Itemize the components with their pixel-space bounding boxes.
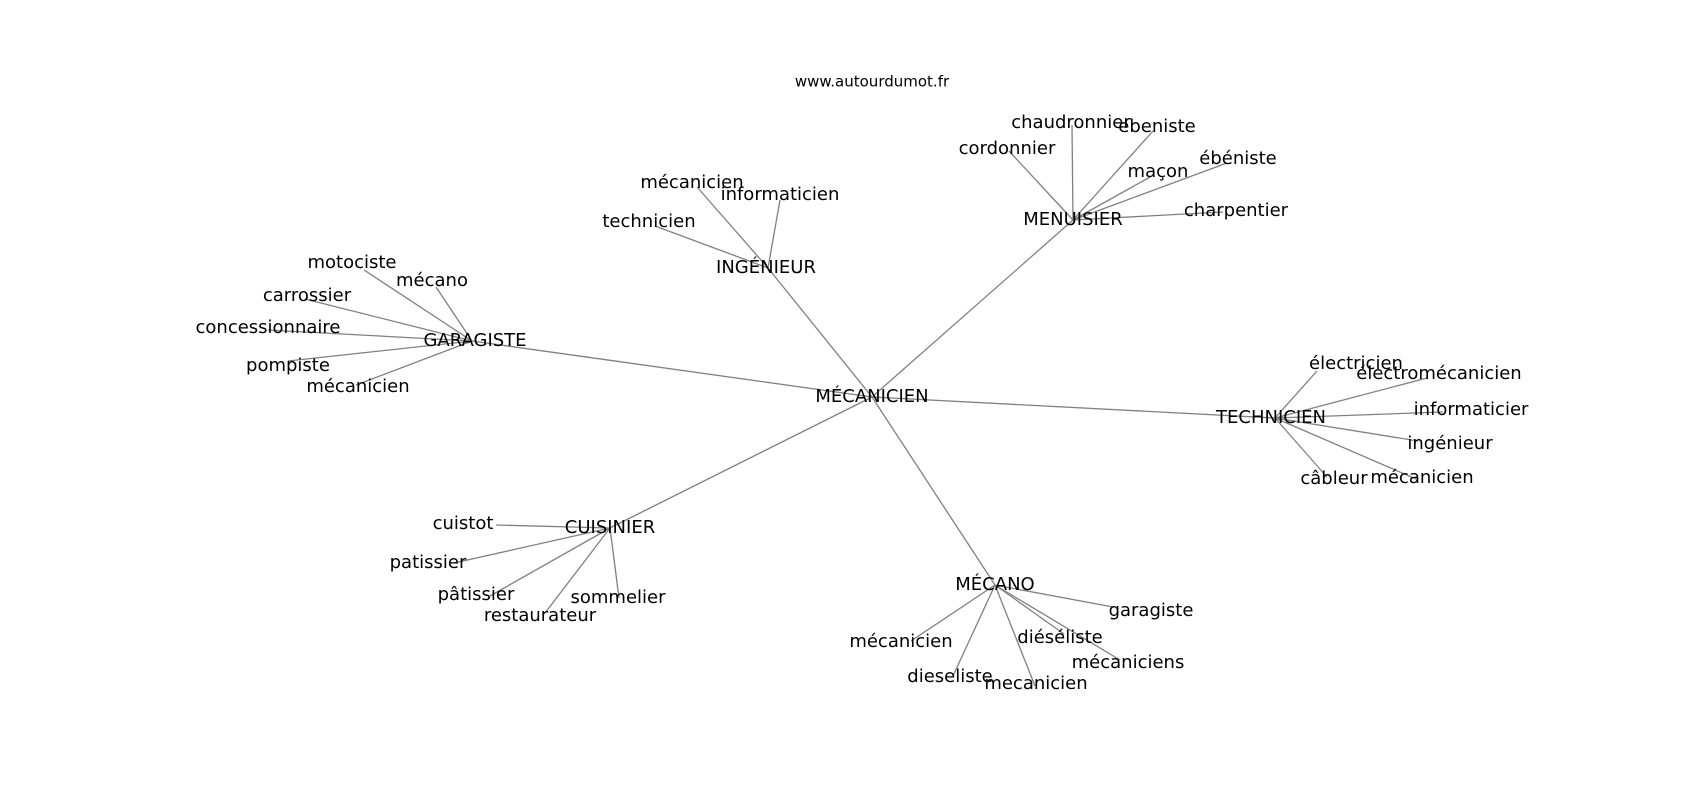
leaf-node-t3[interactable]: informaticier xyxy=(1414,399,1529,420)
edge-mecano-o2 xyxy=(994,584,1065,635)
leaf-node-t2[interactable]: électromécanicien xyxy=(1356,363,1521,384)
edge-cuisinier-k3 xyxy=(489,527,611,597)
edge-menuisier-m5 xyxy=(1072,162,1228,221)
leaf-node-k1[interactable]: cuistot xyxy=(433,513,494,534)
edge-cuisinier-k5 xyxy=(544,527,611,614)
edge-menuisier-m2 xyxy=(1072,130,1154,221)
edge-cuisinier-k1 xyxy=(495,524,611,529)
leaf-node-k3[interactable]: pâtissier xyxy=(438,584,515,605)
edge-garagiste-g3 xyxy=(304,298,473,342)
edge-technicien-t1 xyxy=(1274,370,1318,419)
edge-center-cuisinier xyxy=(609,396,873,529)
edge-menuisier-m6 xyxy=(1072,211,1224,221)
leaf-node-t1[interactable]: électricien xyxy=(1309,353,1403,374)
edge-cuisinier-k4 xyxy=(609,527,620,599)
edge-technicien-t2 xyxy=(1274,377,1428,419)
edge-cuisinier-k2 xyxy=(453,527,611,564)
leaf-node-m5[interactable]: ébéniste xyxy=(1199,148,1277,169)
site-watermark: www.autourdumot.fr xyxy=(795,73,950,91)
leaf-node-o1[interactable]: garagiste xyxy=(1109,600,1194,621)
edge-center-technicien xyxy=(871,396,1276,419)
center-node-label[interactable]: MÉCANICIEN xyxy=(815,385,928,407)
hub-node-ingenieur[interactable]: INGÉNIEUR xyxy=(716,256,816,278)
edge-garagiste-g2 xyxy=(435,286,473,342)
leaf-node-m4[interactable]: maçon xyxy=(1128,161,1189,182)
leaf-node-g5[interactable]: pompiste xyxy=(246,355,330,376)
edge-mecano-o5 xyxy=(952,584,996,677)
leaf-node-g6[interactable]: mécanicien xyxy=(306,376,409,397)
hub-node-mecano[interactable]: MÉCANO xyxy=(955,573,1034,595)
edge-garagiste-g6 xyxy=(355,340,473,386)
leaf-node-t6[interactable]: mécanicien xyxy=(1370,467,1473,488)
edge-technicien-t3 xyxy=(1274,411,1444,419)
leaf-node-g1[interactable]: motociste xyxy=(307,252,396,273)
leaf-node-k2[interactable]: patissier xyxy=(390,552,467,573)
leaf-node-m3[interactable]: cordonnier xyxy=(959,138,1056,159)
edge-center-garagiste xyxy=(471,340,873,398)
leaf-node-o6[interactable]: mecanicien xyxy=(984,673,1087,694)
edge-menuisier-m4 xyxy=(1072,176,1151,221)
leaf-node-g2[interactable]: mécano xyxy=(396,270,468,291)
hub-node-menuisier[interactable]: MENUISIER xyxy=(1023,209,1122,230)
leaf-node-g4[interactable]: concessionnaire xyxy=(196,317,341,338)
edge-mecano-o6 xyxy=(994,584,1036,687)
edge-garagiste-g1 xyxy=(363,269,473,342)
hub-node-technicien[interactable]: TECHNICIEN xyxy=(1215,407,1326,428)
edge-technicien-t5 xyxy=(1274,417,1328,478)
leaf-node-o2[interactable]: diéséliste xyxy=(1017,627,1102,648)
leaf-node-t5[interactable]: câbleur xyxy=(1300,468,1368,489)
leaf-node-o4[interactable]: mécaniciens xyxy=(1072,652,1185,673)
edge-mecano-o3 xyxy=(910,584,996,642)
edges-layer xyxy=(267,124,1444,687)
leaf-node-i1[interactable]: mécanicien xyxy=(640,172,743,193)
leaf-node-o3[interactable]: mécanicien xyxy=(849,631,952,652)
leaf-node-g3[interactable]: carrossier xyxy=(263,285,352,306)
edge-technicien-t6 xyxy=(1274,417,1417,480)
edge-center-mecano xyxy=(871,396,996,586)
labels-layer: MÉCANICIEN GARAGISTE INGÉNIEUR MENUISIER TEC… xyxy=(196,112,1530,694)
leaf-node-m2[interactable]: ebeniste xyxy=(1118,116,1196,137)
leaf-node-k4[interactable]: sommelier xyxy=(570,587,666,608)
edge-ingenieur-i3 xyxy=(654,225,769,269)
hub-node-cuisinier[interactable]: CUISINIER xyxy=(565,517,655,538)
edge-ingenieur-i1 xyxy=(696,186,769,269)
edge-technicien-t4 xyxy=(1274,417,1419,442)
leaf-node-o5[interactable]: dieseliste xyxy=(907,666,992,687)
leaf-node-i3[interactable]: technicien xyxy=(602,211,695,232)
leaf-node-t4[interactable]: ingénieur xyxy=(1407,433,1493,454)
edge-menuisier-m3 xyxy=(1008,150,1074,221)
edge-menuisier-m1 xyxy=(1071,124,1074,221)
edge-garagiste-g4 xyxy=(267,329,473,342)
leaf-node-m6[interactable]: charpentier xyxy=(1184,200,1289,221)
edge-center-menuisier xyxy=(871,219,1074,398)
edge-mecano-o1 xyxy=(994,584,1114,608)
edge-mecano-o4 xyxy=(994,584,1121,661)
hub-node-garagiste[interactable]: GARAGISTE xyxy=(423,330,526,351)
edge-ingenieur-i2 xyxy=(767,199,781,269)
edge-garagiste-g5 xyxy=(287,340,473,362)
edge-center-ingenieur xyxy=(767,267,873,398)
leaf-node-k5[interactable]: restaurateur xyxy=(484,605,597,626)
leaf-node-i2[interactable]: informaticien xyxy=(721,184,840,205)
leaf-node-m1[interactable]: chaudronnier xyxy=(1011,112,1131,133)
